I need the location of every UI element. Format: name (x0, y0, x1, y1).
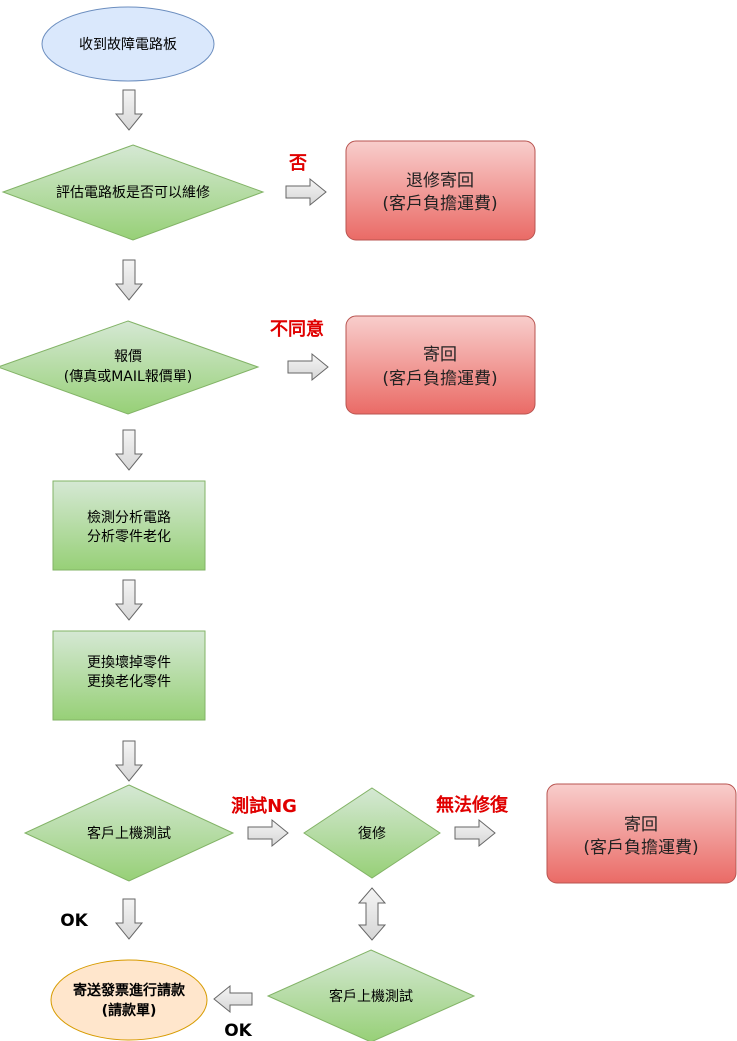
label-test-ng: 測試NG (231, 795, 297, 817)
invoice-label-2: (請款單) (102, 1002, 157, 1019)
label-cannot-repair: 無法修復 (436, 794, 509, 816)
label-no: 否 (288, 153, 307, 174)
label-disagree: 不同意 (270, 318, 324, 340)
quote-label-2: (傳真或MAIL報價單) (64, 368, 193, 385)
arrow-left-1 (213, 984, 253, 1014)
return-quote-label-1: 寄回 (423, 345, 457, 365)
return-fail-label-2: (客戶負擔運費) (583, 838, 698, 858)
inspect-box: 檢測分析電路 分析零件老化 (52, 480, 206, 571)
arrow-right-1 (285, 177, 327, 207)
test2-decision: 客戶上機測試 (266, 949, 476, 1041)
inspect-label-2: 分析零件老化 (87, 529, 171, 545)
arrow-down-4 (114, 579, 144, 621)
evaluate-label: 評估電路板是否可以維修 (56, 185, 210, 201)
inspect-label-1: 檢測分析電路 (87, 509, 171, 526)
test1-label: 客戶上機測試 (87, 825, 171, 842)
replace-label-1: 更換壞掉零件 (87, 655, 171, 671)
replace-box: 更換壞掉零件 更換老化零件 (52, 630, 206, 721)
evaluate-decision: 評估電路板是否可以維修 (1, 144, 265, 241)
start-label: 收到故障電路板 (79, 37, 177, 53)
arrow-right-2 (287, 352, 329, 382)
arrow-down-1 (114, 89, 144, 131)
rework-label: 復修 (358, 825, 386, 842)
return-repair-label-2: (客戶負擔運費) (382, 194, 497, 214)
return-fail-label-1: 寄回 (624, 815, 658, 835)
return-fail-box: 寄回 (客戶負擔運費) (546, 783, 737, 884)
start-node: 收到故障電路板 (41, 6, 215, 82)
arrow-right-4 (454, 818, 496, 848)
return-repair-box: 退修寄回 (客戶負擔運費) (345, 140, 536, 241)
return-quote-label-2: (客戶負擔運費) (382, 369, 497, 389)
invoice-label-1: 寄送發票進行請款 (73, 982, 186, 999)
arrow-bidirectional (357, 887, 387, 941)
invoice-node: 寄送發票進行請款 (請款單) (50, 959, 208, 1041)
arrow-down-3 (114, 429, 144, 471)
quote-label-1: 報價 (114, 348, 142, 365)
arrow-right-3 (247, 818, 289, 848)
arrow-down-6 (114, 898, 144, 940)
quote-decision: 報價 (傳真或MAIL報價單) (0, 320, 260, 415)
replace-label-2: 更換老化零件 (87, 674, 171, 690)
rework-decision: 復修 (303, 787, 441, 879)
test1-decision: 客戶上機測試 (23, 784, 235, 882)
return-quote-box: 寄回 (客戶負擔運費) (345, 315, 536, 415)
label-ok-2: OK (224, 1021, 252, 1041)
arrow-down-5 (114, 740, 144, 782)
return-repair-label-1: 退修寄回 (406, 171, 474, 191)
arrow-down-2 (114, 259, 144, 301)
test2-label: 客戶上機測試 (329, 988, 413, 1005)
label-ok-1: OK (60, 911, 88, 931)
